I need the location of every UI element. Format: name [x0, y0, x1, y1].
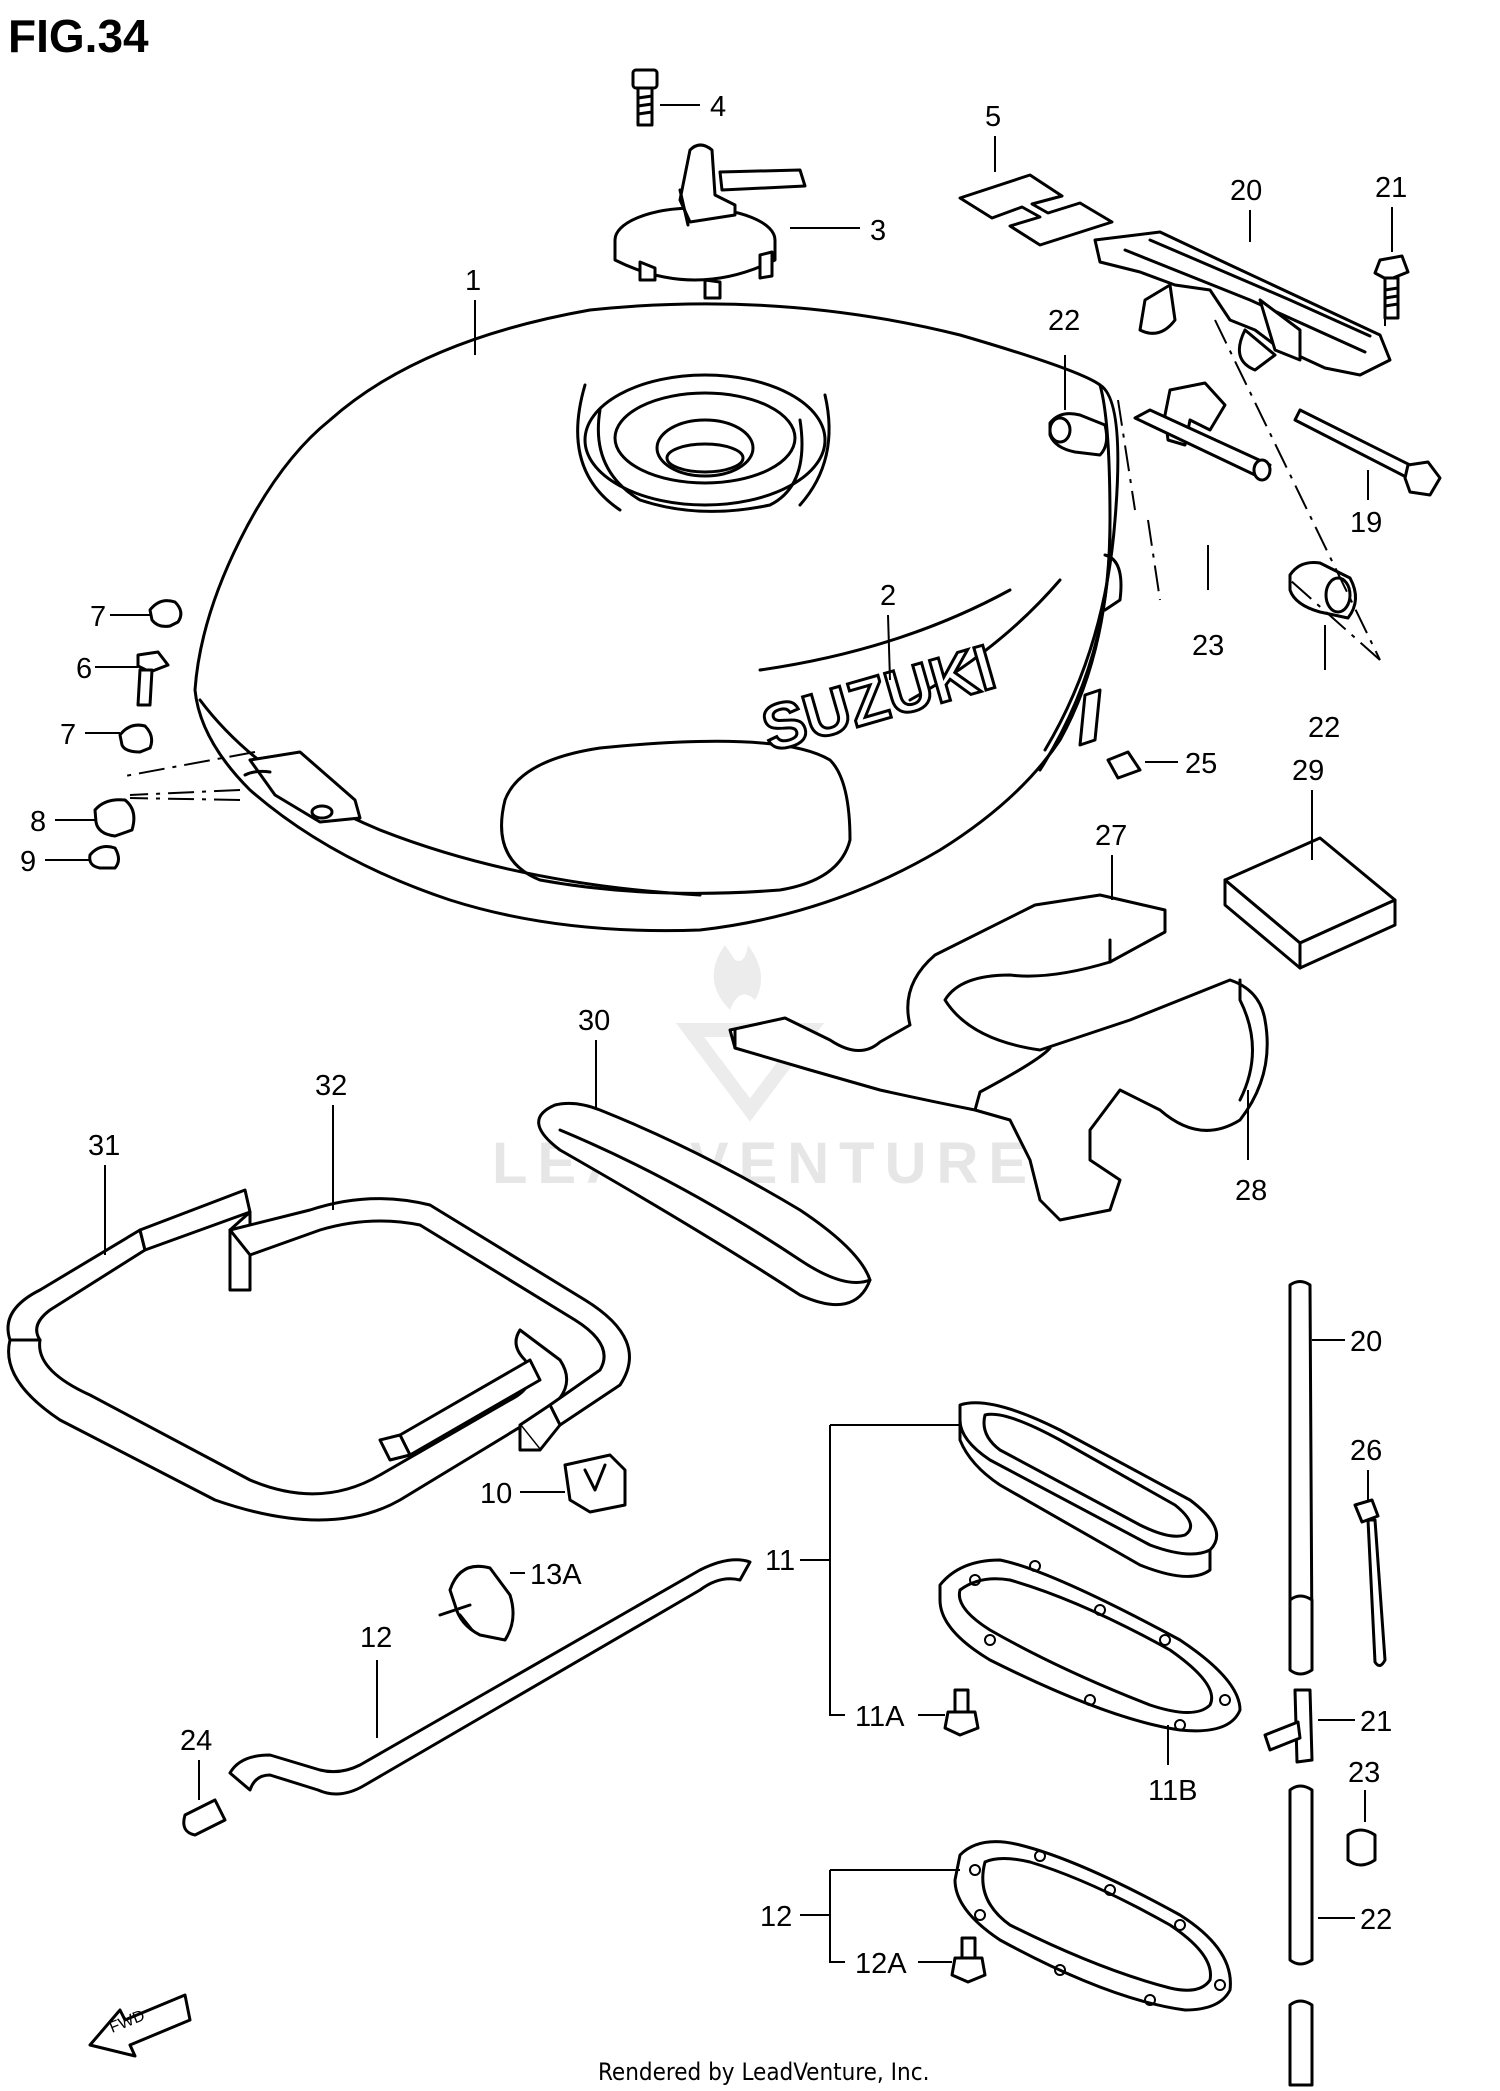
callout-13a: 13A: [530, 1559, 582, 1591]
callout-10: 10: [480, 1478, 512, 1510]
clip-23[interactable]: [1346, 1790, 1377, 1867]
damper-22-upper[interactable]: [1048, 355, 1109, 457]
callout-23b: 23: [1348, 1757, 1380, 1789]
bracket-20[interactable]: [1093, 210, 1392, 377]
bolt-11a[interactable]: [918, 1688, 980, 1737]
callout-30: 30: [578, 1005, 610, 1037]
callout-11: 11: [765, 1545, 795, 1577]
callout-28: 28: [1235, 1175, 1267, 1207]
bolt-4[interactable]: [631, 68, 700, 127]
callout-8: 8: [30, 806, 46, 838]
callout-9: 9: [20, 846, 36, 878]
bolt-12a[interactable]: [918, 1936, 987, 1984]
fwd-arrow: FWD: [88, 1993, 192, 2058]
grommet-7-lower[interactable]: [85, 723, 154, 754]
callout-20a: 20: [1230, 175, 1262, 207]
hose-section[interactable]: [1288, 1594, 1314, 1676]
clip-25[interactable]: [1106, 750, 1178, 780]
guide-lines: [124, 300, 1386, 801]
callout-31: 31: [88, 1130, 120, 1162]
clamp-13a[interactable]: [438, 1564, 525, 1642]
pad-30[interactable]: [537, 1040, 872, 1307]
callout-12c: 12A: [855, 1948, 907, 1980]
callout-22c: 22: [1360, 1904, 1392, 1936]
plate-12[interactable]: [953, 1840, 1232, 2012]
callout-5: 5: [985, 101, 1001, 133]
callout-12a: 12: [360, 1622, 392, 1654]
callout-20b: 20: [1350, 1326, 1382, 1358]
callout-22b: 22: [1308, 712, 1340, 744]
hose-22[interactable]: [1288, 1784, 1355, 2087]
callout-25: 25: [1185, 748, 1217, 780]
callout-bracket-11: [800, 1424, 960, 1716]
cable-tie-26[interactable]: [1353, 1470, 1387, 1667]
callout-2: 2: [880, 580, 896, 612]
callout-1: 1: [465, 265, 481, 297]
callout-12b: 12: [760, 1901, 792, 1933]
gasket-11[interactable]: [958, 1401, 1219, 1578]
footer-credit: Rendered by LeadVenture, Inc.: [598, 2058, 929, 2086]
figure-title: FIG.34: [8, 10, 149, 62]
joint-21[interactable]: [1263, 1688, 1355, 1764]
callout-7b: 7: [60, 719, 76, 751]
callout-21b: 21: [1360, 1706, 1392, 1738]
fuel-cap[interactable]: [613, 143, 807, 300]
clamp-10[interactable]: [520, 1453, 627, 1514]
callout-11b: 11B: [1148, 1775, 1197, 1807]
cushion-8[interactable]: [55, 798, 136, 838]
callout-19: 19: [1350, 507, 1382, 539]
plate-11b[interactable]: [938, 1558, 1242, 1765]
hose-12[interactable]: [228, 1558, 752, 1796]
callout-labels: 1 2 3 4 5 6 7 7 8 9 10 11 11A 11B 12 12 …: [20, 91, 1407, 1980]
damper-22-lower[interactable]: [1288, 561, 1357, 671]
fuel-tank[interactable]: [193, 302, 1123, 933]
bolt-6[interactable]: [95, 650, 170, 707]
callout-24: 24: [180, 1725, 212, 1757]
callout-7a: 7: [90, 601, 106, 633]
callout-27: 27: [1095, 820, 1127, 852]
callout-32: 32: [315, 1070, 347, 1102]
bolt-21[interactable]: [1373, 207, 1410, 320]
nut-9[interactable]: [45, 845, 120, 870]
callout-4: 4: [710, 91, 726, 123]
callout-11a: 11A: [855, 1701, 905, 1733]
collar-23[interactable]: [1133, 408, 1272, 590]
callout-3: 3: [870, 215, 886, 247]
decal-5[interactable]: [958, 136, 1114, 247]
pad-31[interactable]: [6, 1165, 569, 1522]
callout-23a: 23: [1192, 630, 1224, 662]
cap-24[interactable]: [182, 1760, 227, 1837]
callout-29: 29: [1292, 755, 1324, 787]
pad-32[interactable]: [228, 1105, 631, 1462]
callout-22a: 22: [1048, 305, 1080, 337]
pad-29[interactable]: [1223, 790, 1397, 970]
callout-21a: 21: [1375, 172, 1407, 204]
bolt-19[interactable]: [1293, 408, 1442, 500]
callout-bracket-12: [800, 1869, 960, 1963]
callout-6: 6: [76, 653, 92, 685]
grommet-7-upper[interactable]: [110, 599, 183, 628]
callout-26: 26: [1350, 1435, 1382, 1467]
cushion-27[interactable]: [728, 855, 1269, 1222]
